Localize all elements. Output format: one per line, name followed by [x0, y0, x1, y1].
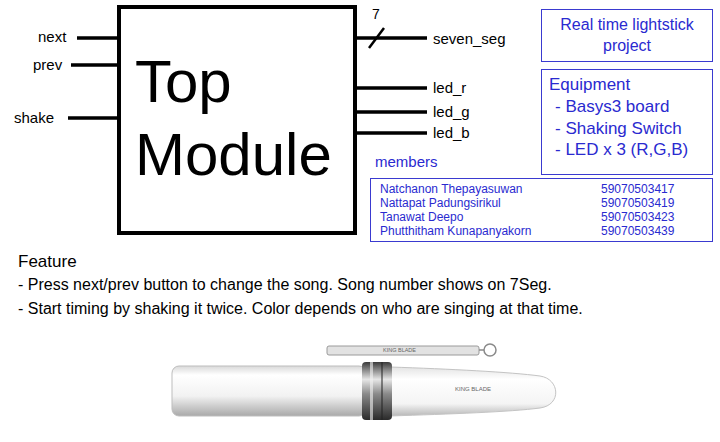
ring-shine [370, 362, 373, 420]
stick-ring [362, 362, 392, 420]
stick-body [172, 366, 366, 416]
port-label: led_g [433, 103, 470, 120]
port-wires [68, 28, 427, 133]
ring-groove [381, 362, 383, 420]
port-label: led_r [433, 79, 466, 96]
port-label: shake [14, 109, 54, 126]
feature-heading: Feature [18, 252, 77, 272]
equipment-box: Equipment- Basys3 board- Shaking Switch-… [541, 69, 713, 175]
module-name: Top Module [135, 45, 350, 191]
wire [357, 131, 427, 135]
lightstick-illustration [172, 344, 556, 420]
stick-handle [390, 367, 556, 416]
bus-width: 7 [372, 6, 380, 22]
wire [357, 110, 427, 114]
members-table: Natchanon Thepayasuwan59070503417Nattapa… [370, 178, 713, 242]
equipment-item: - Shaking Switch [549, 118, 705, 140]
student-id: 59070503417 [601, 182, 703, 196]
port-label: prev [33, 56, 62, 73]
wire [77, 36, 117, 40]
bus-wire [357, 36, 427, 40]
feature-text: - Start timing by shaking it twice. Colo… [18, 300, 583, 318]
member-name: Phutthitham Kunapanyakorn [380, 224, 601, 238]
brand-text: KING BLADE [383, 347, 416, 353]
title-box: Real time lightstick project [541, 9, 713, 62]
port-label: led_b [433, 124, 470, 141]
student-id: 59070503423 [601, 210, 703, 224]
equipment-item: - LED x 3 (R,G,B) [549, 139, 705, 161]
port-label: next [38, 28, 66, 45]
wire [68, 116, 117, 120]
equipment-item: - Basys3 board [549, 96, 705, 118]
brand-text: KING BLADE [455, 386, 491, 393]
student-id: 59070503439 [601, 224, 703, 238]
bus-slash [369, 28, 384, 48]
port-label: seven_seg [433, 30, 506, 47]
feature-text: - Press next/prev button to change the s… [18, 276, 552, 294]
wire [71, 63, 117, 67]
member-name: Nattapat Padungsirikul [380, 196, 601, 210]
members-heading: members [370, 153, 713, 178]
equipment-heading: Equipment [549, 74, 705, 96]
member-name: Tanawat Deepo [380, 210, 601, 224]
student-id: 59070503419 [601, 196, 703, 210]
member-name: Natchanon Thepayasuwan [380, 182, 601, 196]
strap [327, 346, 479, 355]
module-box: Top Module [117, 5, 357, 235]
strap-ring [484, 344, 496, 356]
members-box: membersNatchanon Thepayasuwan59070503417… [370, 153, 713, 242]
wire [357, 86, 427, 90]
project-title: Real time lightstick project [548, 15, 706, 57]
